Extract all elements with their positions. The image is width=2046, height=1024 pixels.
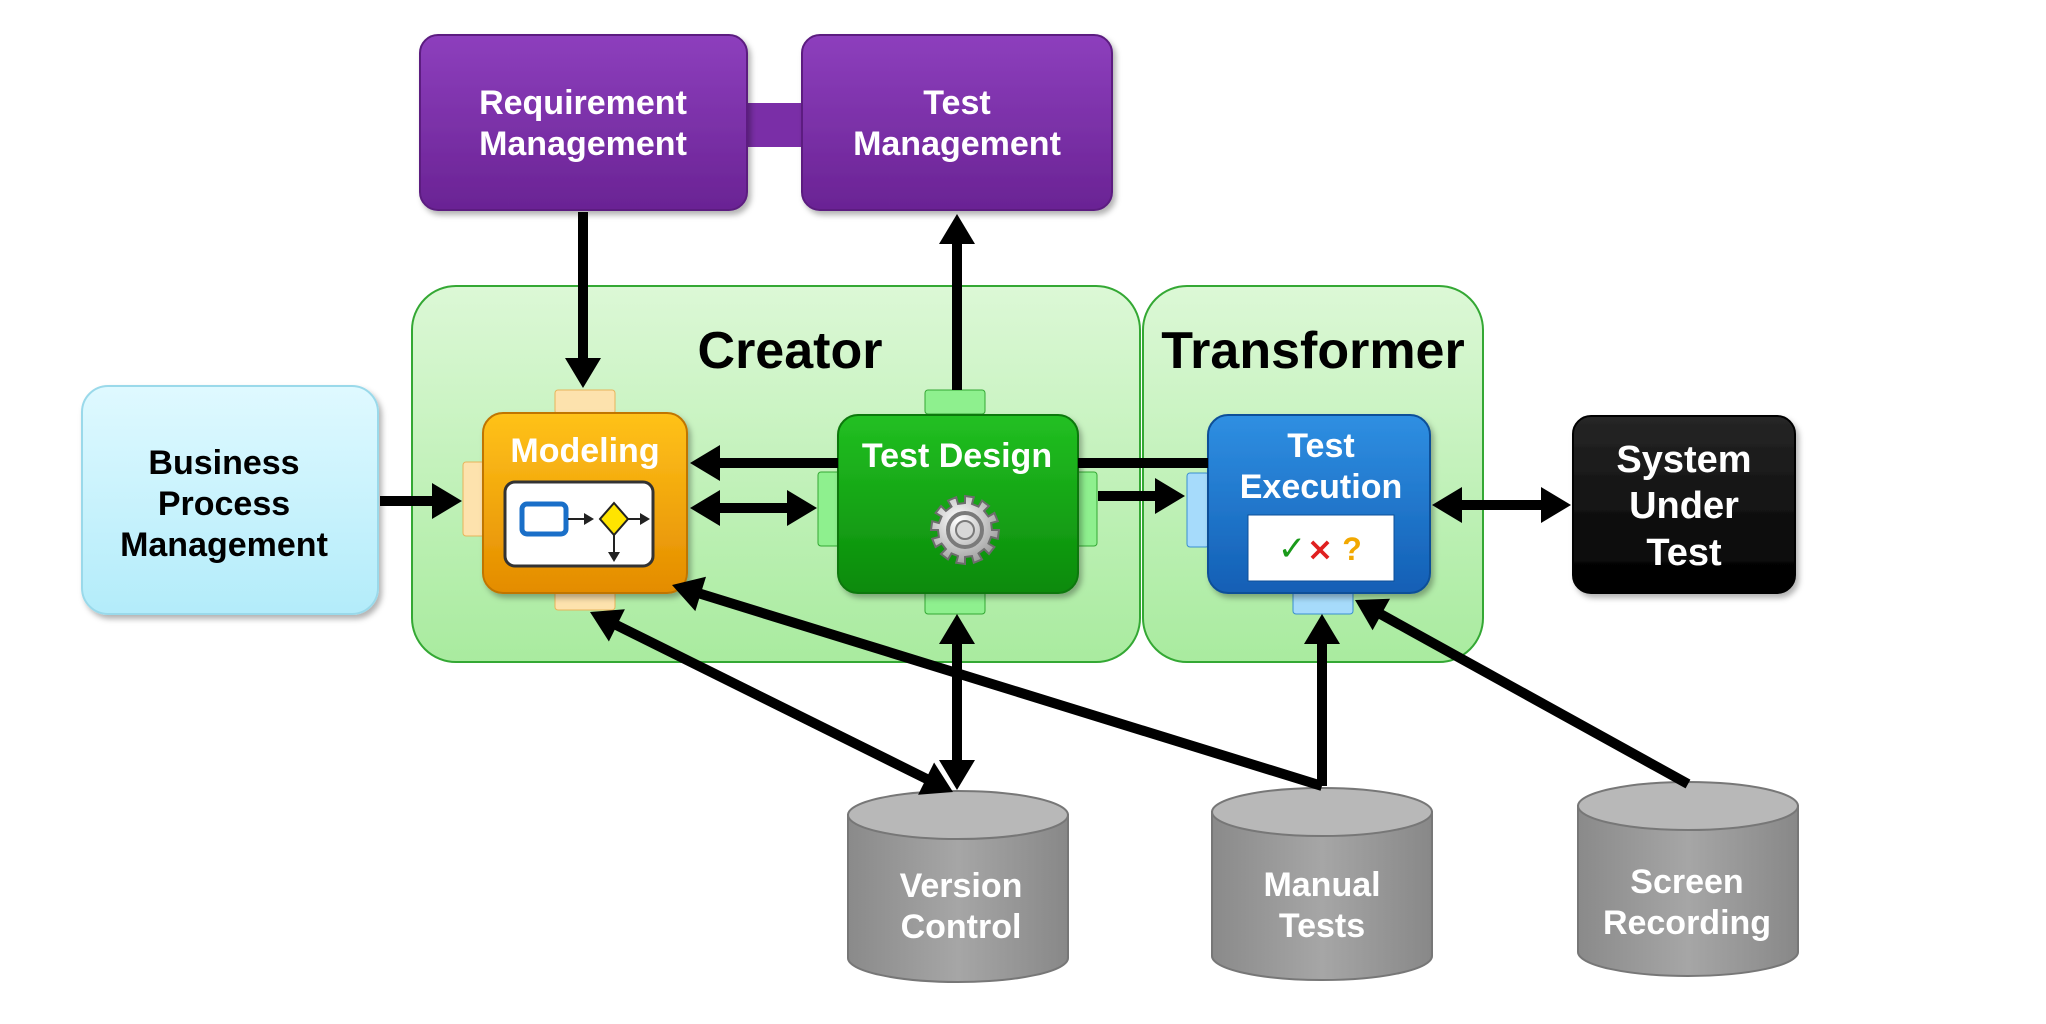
arrow-testdesign-to-testexec [1098,478,1185,514]
modeling-port-left [462,461,486,537]
purple-connector [740,103,808,147]
test-results-icon: ✓ × ? [1247,514,1395,582]
screen-recording-line2: Recording [1603,904,1771,942]
test-design-port-left [817,471,841,547]
test-design-label: Test Design [862,437,1052,475]
process-model-icon [503,480,655,568]
arrow-vc-testdesign [939,614,975,790]
test-execution-port-left [1186,472,1210,548]
test-execution-line2: Execution [1240,468,1402,506]
arrow-modeling-testdesign [690,490,817,526]
gear-icon [929,494,1001,566]
sut-line2: Under [1629,485,1739,527]
sut-line3: Test [1646,532,1722,574]
arrow-manual-to-modeling [672,576,1324,791]
modeling-port-top [554,389,616,415]
modeling-label: Modeling [510,432,659,470]
system-under-test-box[interactable] [1572,415,1796,594]
cross-mark: × [1307,530,1334,568]
bpm-line2: Process [158,485,290,523]
creator-label: Creator [698,322,883,380]
version-control-database[interactable] [847,790,1069,983]
arrow-testdesign-to-modeling [690,445,838,481]
manual-tests-database[interactable] [1211,787,1433,981]
transformer-label: Transformer [1161,322,1464,380]
sut-line1: System [1616,439,1751,481]
screen-recording-line1: Screen [1630,863,1743,901]
arrow-req-to-modeling [565,212,601,388]
requirement-management-line2: Management [479,125,687,163]
arrow-testdesign-to-testmgmt [939,214,975,390]
manual-tests-line2: Tests [1279,907,1365,945]
manual-tests-line1: Manual [1263,866,1380,904]
arrow-screenrec-to-testexec [1355,598,1691,789]
business-process-management-box[interactable] [81,385,379,615]
check-mark: ✓ [1278,529,1307,569]
bpm-line3: Management [120,526,328,564]
arrow-testexec-sut [1432,487,1571,523]
requirement-management-box[interactable] [419,34,748,211]
test-management-line2: Management [853,125,1061,163]
arrow-manual-to-testexec [1304,614,1340,786]
test-management-box[interactable] [801,34,1113,211]
arrow-vc-modeling [590,609,953,795]
bpm-line1: Business [148,444,299,482]
test-execution-line1: Test [1287,427,1354,465]
question-mark: ? [1342,531,1362,567]
test-management-line1: Test [923,84,990,122]
version-control-line1: Version [900,867,1023,905]
connector-arrows [380,212,1691,795]
screen-recording-database[interactable] [1577,781,1799,977]
arrow-bpm-to-modeling [380,483,462,519]
version-control-line2: Control [901,908,1022,946]
requirement-management-line1: Requirement [479,84,687,122]
test-design-port-top [924,389,986,415]
